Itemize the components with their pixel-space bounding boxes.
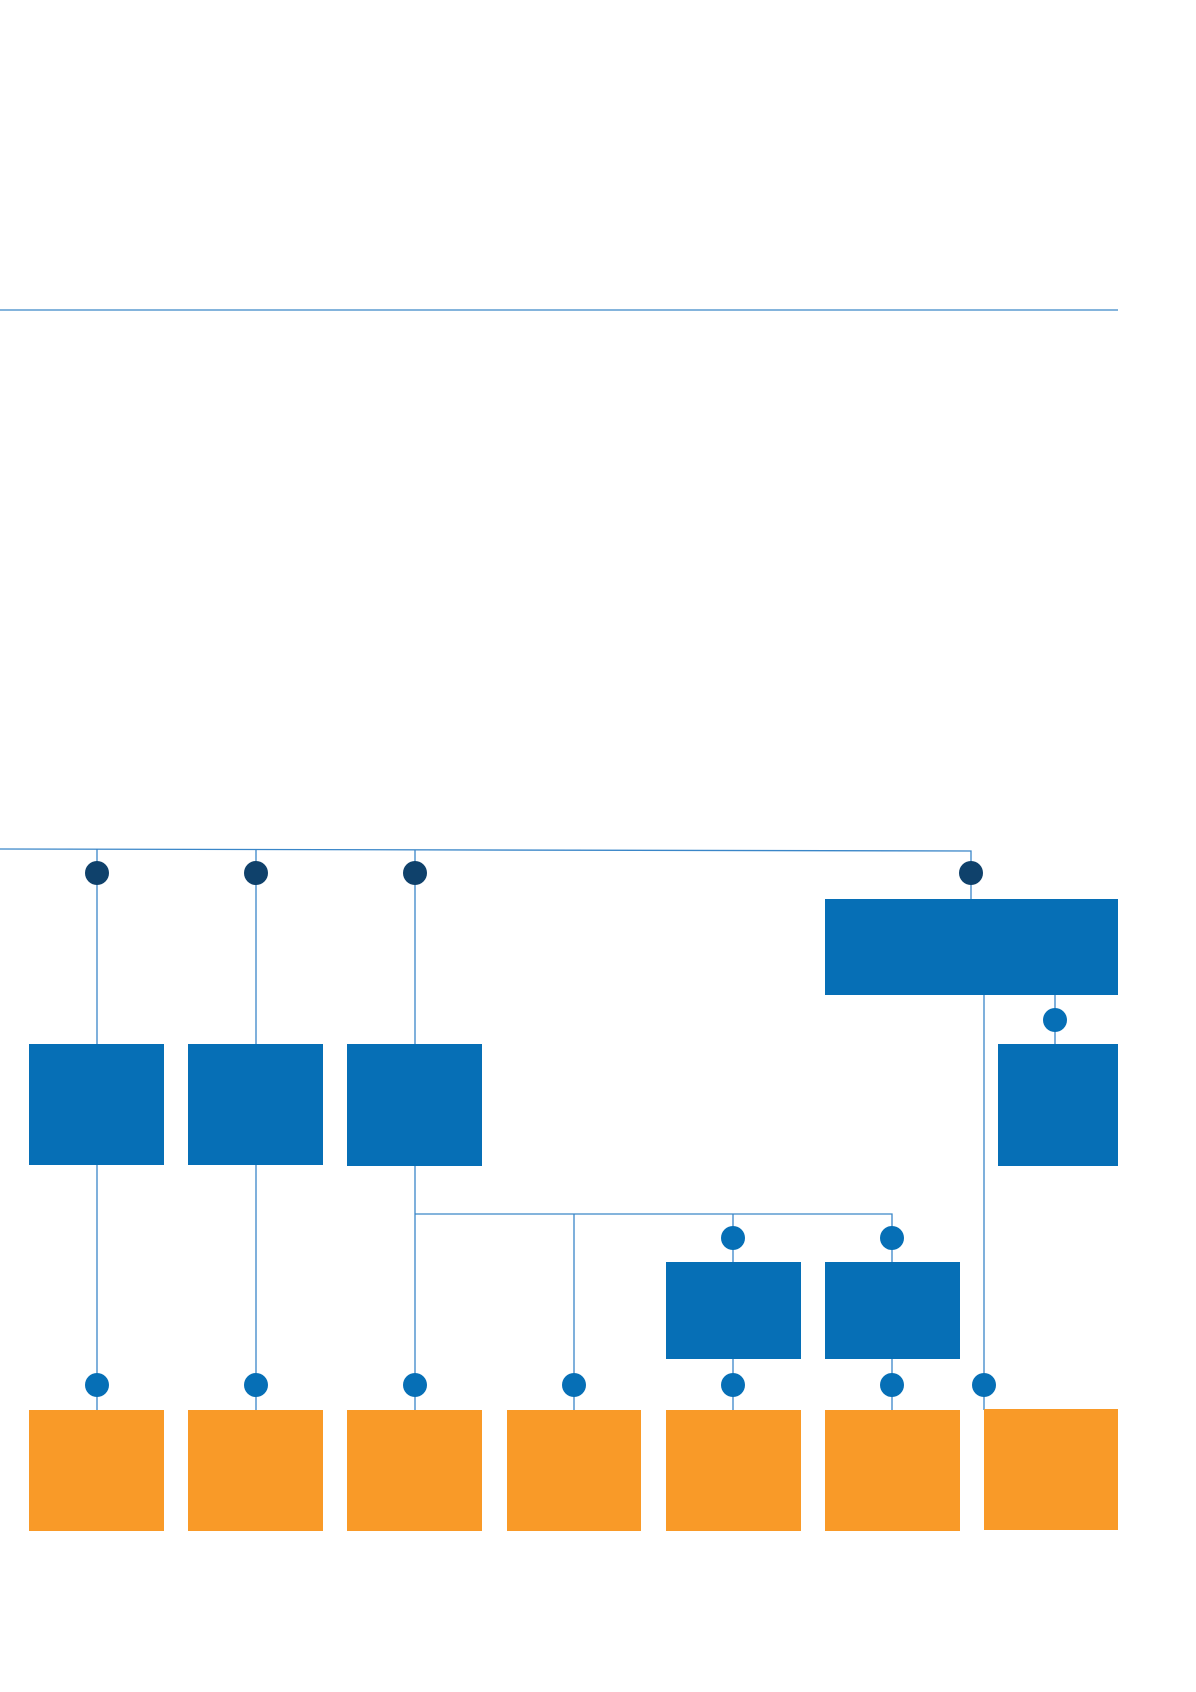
blue-box-4 xyxy=(998,1044,1118,1166)
dot-orange-6 xyxy=(880,1373,904,1397)
orange-box-5 xyxy=(666,1410,801,1531)
dot-box6-top xyxy=(880,1226,904,1250)
dot-orange-5 xyxy=(721,1373,745,1397)
dot-orange-2 xyxy=(244,1373,268,1397)
blue-box-2 xyxy=(188,1044,323,1165)
orange-box-6 xyxy=(825,1410,960,1531)
top-dot-1 xyxy=(85,861,109,885)
top-dot-2 xyxy=(244,861,268,885)
orange-box-1 xyxy=(29,1410,164,1531)
dot-orange-3 xyxy=(403,1373,427,1397)
orange-box-2 xyxy=(188,1410,323,1531)
dot-box5-top xyxy=(721,1226,745,1250)
dot-right-box xyxy=(1043,1008,1067,1032)
orange-box-3 xyxy=(347,1410,482,1531)
orange-box-7 xyxy=(984,1409,1118,1530)
blue-box-5 xyxy=(666,1262,801,1359)
blue-box-6 xyxy=(825,1262,960,1359)
dot-orange-7 xyxy=(972,1373,996,1397)
orange-box-4 xyxy=(507,1410,641,1531)
dot-orange-1 xyxy=(85,1373,109,1397)
dot-orange-4 xyxy=(562,1373,586,1397)
top-dot-4 xyxy=(959,861,983,885)
connector-main-bus xyxy=(0,848,972,873)
connector-sub-bus xyxy=(415,1213,893,1262)
top-dot-3 xyxy=(403,861,427,885)
blue-box-3 xyxy=(347,1044,482,1166)
blue-box-1 xyxy=(29,1044,164,1165)
blue-box-wide xyxy=(825,899,1118,995)
